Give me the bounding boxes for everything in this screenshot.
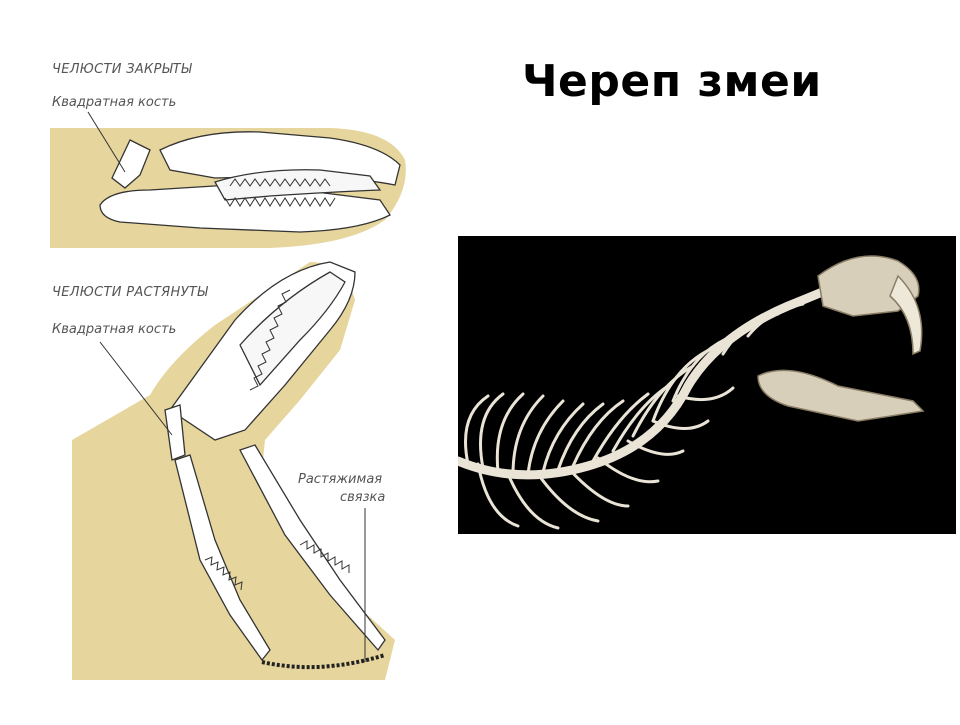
ligament xyxy=(261,653,386,670)
snake-skeleton-drawing xyxy=(453,236,956,534)
open-head-silhouette xyxy=(72,262,395,680)
jaw-diagram-drawing xyxy=(50,111,406,680)
spine xyxy=(453,271,863,480)
closed-quadrate-pointer xyxy=(87,111,126,173)
closed-teeth xyxy=(224,178,336,207)
skull xyxy=(757,255,925,422)
ligament-label-line1: Растяжимая xyxy=(298,472,383,487)
closed-quadrate-label: Квадратная кость xyxy=(52,95,177,110)
slide-title: Череп змеи xyxy=(522,56,822,107)
open-lower-teeth xyxy=(204,540,350,591)
open-quadrate xyxy=(164,404,186,461)
ribs xyxy=(464,302,805,530)
open-quadrate-pointer xyxy=(99,341,173,436)
open-upper-teeth xyxy=(249,289,291,391)
open-lower-jaw xyxy=(174,444,386,662)
open-jaws-heading: ЧЕЛЮСТИ РАСТЯНУТЫ xyxy=(52,285,208,300)
open-upper-jaw xyxy=(169,261,356,441)
closed-skull xyxy=(99,131,401,233)
snake-skeleton-photo xyxy=(453,236,956,534)
open-quadrate-label: Квадратная кость xyxy=(52,322,177,337)
ligament-label-line2: связка xyxy=(340,490,386,505)
closed-jaws-heading: ЧЕЛЮСТИ ЗАКРЫТЫ xyxy=(52,62,192,77)
jaw-diagram: ЧЕЛЮСТИ ЗАКРЫТЫ Квадратная кость ЧЕЛЮСТИ… xyxy=(0,0,440,720)
